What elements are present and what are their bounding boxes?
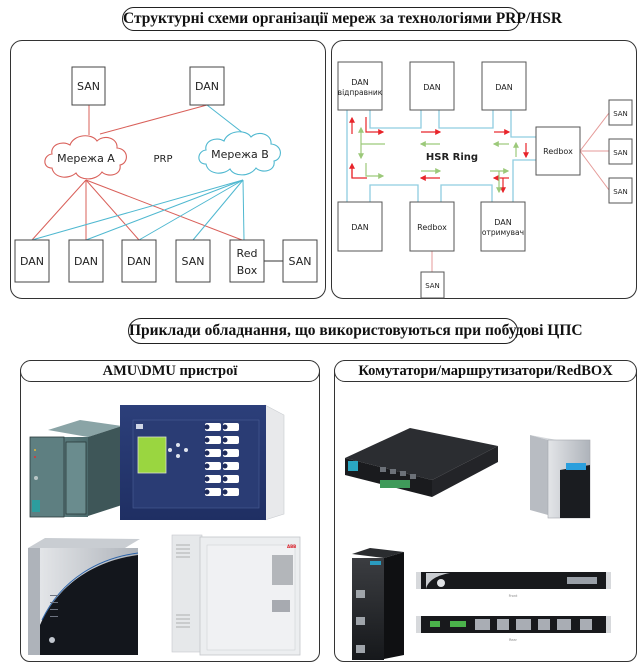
prp-redbox-san-label: SAN xyxy=(289,255,312,268)
link-net-b-san xyxy=(192,179,244,241)
switches-section-title: Комутатори/маршрутизатори/RedBOX xyxy=(334,360,637,382)
hsr-bottom-san-node xyxy=(420,271,445,299)
hsr-bottom-san-label: SAN xyxy=(425,282,440,290)
hsr-san-node-2 xyxy=(608,138,633,165)
hsr-top-dan-label: DAN xyxy=(423,83,440,92)
hsr-receiver-label-1: DAN xyxy=(494,218,511,227)
hsr-san-label-3: SAN xyxy=(613,188,628,196)
diagrams-section-title: Структурні схеми організації мереж за те… xyxy=(122,7,562,31)
hsr-san-label-1: SAN xyxy=(613,110,628,118)
ring-link-dan-redbox xyxy=(510,110,536,138)
hsr-green-frame-arrows xyxy=(358,126,519,194)
ring-link-sender-dan xyxy=(369,110,422,129)
hsr-top-dan-node xyxy=(409,61,455,111)
hsr-sender-dan-node xyxy=(337,61,383,111)
svg-text:ABB: ABB xyxy=(287,544,296,549)
abb-merging-unit-image: ABB xyxy=(171,534,301,656)
hsr-san-node-3 xyxy=(608,177,633,204)
hsr-top-right-dan-node xyxy=(481,61,527,111)
link-net-b-dan2 xyxy=(85,179,244,241)
hsr-ring-links xyxy=(346,110,536,202)
link-net-a-dan1 xyxy=(31,179,87,241)
hsr-san-links xyxy=(431,112,610,272)
prp-dan-node-2 xyxy=(68,239,104,283)
ge-merging-unit-image xyxy=(28,538,140,655)
modular-protection-relay-image xyxy=(29,420,122,518)
prp-san-node xyxy=(175,239,211,283)
prp-top-dan-node xyxy=(189,66,225,106)
ring-link-dan-dan xyxy=(438,110,494,129)
prp-top-dan-label: DAN xyxy=(195,80,219,93)
hsr-bottom-redbox-node xyxy=(409,201,455,252)
prp-redbox-node xyxy=(229,239,265,283)
hsr-right-redbox-node xyxy=(535,126,581,176)
link-dan-to-net-a xyxy=(99,104,208,135)
link-net-a-dan3 xyxy=(85,179,140,241)
switch-rear-caption: Rear xyxy=(509,638,518,642)
hsr-red-frame-arrows xyxy=(349,116,529,194)
equipment-section-title: Приклади обладнання, що використовуються… xyxy=(128,318,583,344)
network-a-cloud xyxy=(44,135,127,180)
prp-redbox-label-line1: Red xyxy=(237,247,258,260)
ring-link-redbox-receiver-bottom xyxy=(440,184,493,202)
link-net-b-dan1 xyxy=(31,179,244,241)
rack-switch-router-image xyxy=(345,428,498,497)
siemens-redbox-image xyxy=(352,548,404,660)
switch-front-caption: Front xyxy=(509,594,518,598)
prp-dan-label-2: DAN xyxy=(74,255,98,268)
ring-link-dan-redbox-bottom xyxy=(369,184,419,202)
prp-top-san-node xyxy=(71,66,106,106)
hsr-san-node-1 xyxy=(608,99,633,126)
bay-control-unit-image xyxy=(120,404,285,521)
prp-dan-label-1: DAN xyxy=(20,255,44,268)
prp-dan-label-3: DAN xyxy=(127,255,151,268)
link-net-b-dan3 xyxy=(138,179,244,241)
prp-redbox-label-line2: Box xyxy=(237,264,258,277)
hsr-san-label-2: SAN xyxy=(613,149,628,157)
hsr-sender-label-2: відправник xyxy=(338,88,383,97)
network-b-label: Мережа В xyxy=(211,148,269,161)
hsr-bottom-redbox-label: Redbox xyxy=(417,223,447,232)
hsr-bottom-dan-label: DAN xyxy=(351,223,368,232)
ring-link-redbox-receiver xyxy=(512,159,536,202)
prp-dan-node-1 xyxy=(14,239,50,283)
hsr-receiver-label-2: отримувач xyxy=(482,228,524,237)
link-net-b-redbox xyxy=(242,179,245,241)
hsr-right-redbox-label: Redbox xyxy=(543,147,573,156)
ge-redbox-image xyxy=(530,435,591,519)
prp-san-label: SAN xyxy=(182,255,205,268)
prp-network-b-links xyxy=(31,104,245,241)
prp-redbox-san-node xyxy=(282,239,318,283)
ethernet-switch-front-image xyxy=(416,572,611,589)
prp-label: PRP xyxy=(153,154,172,165)
prp-dan-node-3 xyxy=(121,239,157,283)
network-a-label: Мережа А xyxy=(57,152,115,165)
ethernet-switch-rear-image xyxy=(416,616,611,633)
link-dan-to-net-b xyxy=(206,104,244,134)
prp-top-san-label: SAN xyxy=(77,80,100,93)
hsr-receiver-dan-node xyxy=(480,201,526,252)
hsr-bottom-dan-node xyxy=(337,201,383,252)
network-b-cloud xyxy=(198,131,281,176)
amu-dmu-section-title: AMU\DMU пристрої xyxy=(20,360,320,382)
prp-network-a-links xyxy=(31,104,243,241)
hsr-top-right-dan-label: DAN xyxy=(495,83,512,92)
hsr-ring-label: HSR Ring xyxy=(426,152,478,163)
hsr-sender-label-1: DAN xyxy=(351,78,368,87)
